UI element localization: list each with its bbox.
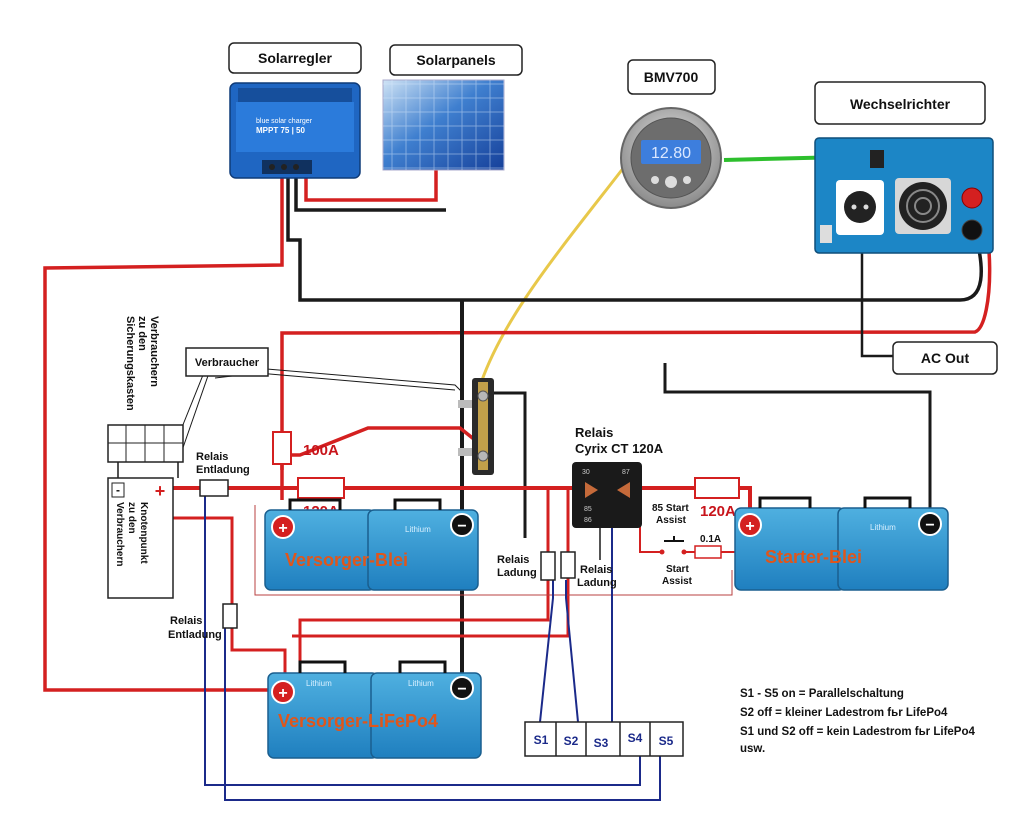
- relay-pin-85: 85: [584, 506, 592, 513]
- bmv-label: BMV700: [644, 69, 699, 85]
- fuse-120a-right: 120A: [694, 477, 740, 520]
- versorger-blei-title: Versorger-Blei: [285, 550, 408, 570]
- knoten-line-2: zu den: [126, 502, 137, 534]
- start-assist-line2: Assist: [662, 576, 693, 587]
- switch-s3[interactable]: S3: [594, 736, 609, 750]
- solarpanels-label: Solarpanels: [416, 52, 496, 68]
- versorger-lifepo4-title: Versorger-LiFePo4: [278, 711, 438, 731]
- switch-s2[interactable]: S2: [564, 734, 579, 748]
- note-line-1: S1 - S5 on = Parallelschaltung: [740, 688, 904, 700]
- starter-lithium-text: Lithium: [870, 523, 896, 532]
- sicherung-line-3: Verbrauchern: [148, 316, 160, 387]
- fuse-01a-label: 0.1A: [700, 534, 721, 545]
- note-line-3: S1 und S2 off = kein Ladestrom fьr LifeP…: [740, 726, 975, 738]
- relais-ladung-b: Relais Ladung: [560, 551, 617, 589]
- knotenpunkt: - + Knotenpunkt zu den Verbrauchern: [107, 477, 174, 599]
- lifepo-lithium-text-2: Lithium: [408, 679, 434, 688]
- starter-positive-bus: [632, 486, 752, 512]
- starter-blei-title: Starter-Blei: [765, 547, 862, 567]
- solarpanels-label-box: Solarpanels: [389, 44, 523, 76]
- knoten-red-wire: [160, 516, 287, 678]
- start-assist-switch: Start Assist: [659, 536, 693, 587]
- verbraucher-box: Verbraucher: [185, 347, 269, 377]
- solar-panel: [382, 79, 505, 171]
- fuse-100a: 100A: [272, 431, 339, 465]
- note-line-2: S2 off = kleiner Ladestrom fьr LifePo4: [740, 707, 948, 719]
- solarregler-label-box: Solarregler: [228, 42, 362, 74]
- relay-pin-86: 86: [584, 517, 592, 524]
- relay-pin-87: 87: [622, 469, 630, 476]
- blei-frame: [254, 505, 733, 596]
- ladung-red-wire-2: [292, 488, 570, 638]
- battery-versorger-blei: Lithium + − Versorger-Blei: [264, 498, 479, 591]
- switch-panel: S1 S2 S3 S4 S5: [524, 721, 684, 757]
- solar-charge-controller: blue solar charger MPPT 75 | 50: [229, 82, 361, 179]
- knoten-plus: +: [155, 481, 166, 501]
- fuse-120a-right-label: 120A: [700, 503, 736, 520]
- fuse-01a: 0.1A: [694, 534, 722, 559]
- blei-minus: −: [457, 518, 466, 535]
- panel-red-wire: [304, 170, 438, 202]
- wechselrichter-label-box: Wechselrichter: [814, 81, 986, 125]
- knoten-line-1: Knotenpunkt: [138, 502, 149, 564]
- knoten-minus: -: [116, 483, 120, 497]
- note-line-4: usw.: [740, 743, 765, 755]
- switch-s1[interactable]: S1: [534, 733, 549, 747]
- sicherung-line-1: Sicherungskasten: [124, 316, 136, 411]
- relais-entladung-bottom-line2: Entladung: [168, 629, 222, 641]
- mppt-text: MPPT 75 | 50: [256, 126, 305, 135]
- ac-out-label: AC Out: [921, 350, 970, 366]
- relais-entladung-bottom: Relais Entladung: [168, 603, 238, 641]
- cyrix-label-line2: Cyrix CT 120A: [575, 441, 664, 456]
- start-assist-85-line1: 85 Start: [652, 503, 689, 514]
- blei-plus: +: [278, 520, 287, 537]
- starter-minus: −: [925, 517, 934, 534]
- inverter: [814, 137, 994, 254]
- lifepo-lithium-text-1: Lithium: [306, 679, 332, 688]
- bmv700-monitor: 12.80: [620, 107, 722, 209]
- wechselrichter-label: Wechselrichter: [850, 96, 951, 112]
- relais-entladung-bottom-line1: Relais: [170, 615, 202, 627]
- start-assist-line1: Start: [666, 564, 689, 575]
- bmv-label-box: BMV700: [627, 59, 716, 95]
- charger-red-feed: [43, 175, 284, 692]
- sicherung-line-2: zu den: [136, 316, 148, 351]
- relais-ladung-b-line2: Ladung: [577, 577, 617, 589]
- sicherungskasten: [107, 424, 184, 463]
- start-assist-85-line2: Assist: [656, 515, 687, 526]
- starter-plus: +: [745, 518, 754, 535]
- lifepo-minus: −: [457, 681, 466, 698]
- bmv-sense-wire: [476, 161, 630, 393]
- mppt-subtext: blue solar charger: [256, 118, 313, 125]
- relais-ladung-a: Relais Ladung: [497, 551, 556, 581]
- relay-pin-30: 30: [582, 469, 590, 476]
- cyrix-label-line1: Relais: [575, 425, 613, 440]
- switch-s5[interactable]: S5: [659, 734, 674, 748]
- relais-entladung-top-line1: Relais: [196, 451, 228, 463]
- verbraucher-label: Verbraucher: [195, 357, 260, 369]
- relais-ladung-a-line1: Relais: [497, 554, 529, 566]
- lifepo-plus: +: [278, 685, 287, 702]
- battery-versorger-lifepo4: Lithium Lithium + − Versorger-LiFePo4: [267, 660, 482, 759]
- fuse-100a-label: 100A: [303, 442, 339, 459]
- solarregler-label: Solarregler: [258, 50, 332, 66]
- knoten-line-3: Verbrauchern: [114, 502, 125, 566]
- blei-lithium-text: Lithium: [405, 525, 431, 534]
- relais-entladung-top: Relais Entladung: [196, 451, 250, 497]
- switch-notes: S1 - S5 on = Parallelschaltung S2 off = …: [740, 688, 975, 755]
- ac-out-label-box: AC Out: [892, 341, 998, 375]
- cyrix-relay: Relais Cyrix CT 120A 30 87 85 86 85 Star…: [572, 425, 689, 528]
- panel-black-wire: [294, 175, 446, 212]
- bmv-display: 12.80: [651, 145, 691, 162]
- sicherungskasten-label: Sicherungskasten zu den Verbrauchern: [124, 316, 160, 411]
- battery-starter-blei: Lithium + − Starter-Blei: [734, 496, 949, 591]
- sicherung-to-knoten: [117, 462, 179, 478]
- relais-ladung-a-line2: Ladung: [497, 567, 537, 579]
- relais-ladung-b-line1: Relais: [580, 564, 612, 576]
- relais-entladung-top-line2: Entladung: [196, 464, 250, 476]
- switch-s4[interactable]: S4: [628, 731, 643, 745]
- shunt: [458, 378, 494, 475]
